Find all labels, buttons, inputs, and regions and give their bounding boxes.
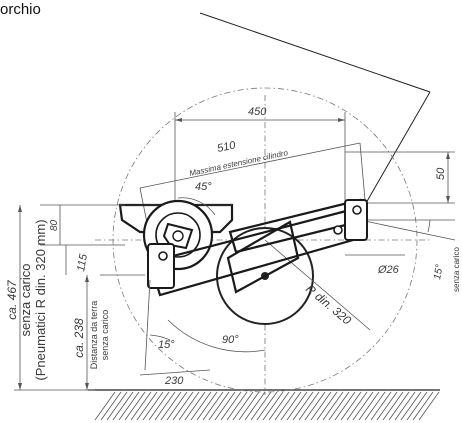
ground-hatch — [88, 389, 440, 421]
end-eye-right — [333, 199, 368, 241]
angle-15-left-arc — [149, 334, 171, 341]
label-pneumatici: (Pneumatici R din. 320 mm) — [33, 219, 48, 380]
angle-45-arc — [177, 197, 216, 216]
label-50: 50 — [435, 167, 447, 180]
label-80: 80 — [49, 219, 60, 231]
label-15-left: 15° — [158, 339, 175, 351]
end-eye-left — [147, 243, 175, 289]
label-510: 510 — [216, 139, 237, 155]
label-450: 450 — [248, 106, 267, 118]
label-230: 230 — [164, 375, 184, 387]
label-45: 45° — [195, 181, 212, 193]
angle-90-arc — [167, 319, 266, 353]
pivot-hub — [142, 199, 214, 271]
label-distanza: Distanza da terra — [89, 301, 99, 370]
left-dimensions — [14, 204, 145, 391]
label-90: 90° — [222, 334, 239, 346]
line-15-left — [144, 279, 151, 371]
label-d26: Ø26 — [377, 264, 400, 276]
radius-line — [264, 239, 371, 331]
label-115: 115 — [75, 252, 90, 272]
leader-line — [199, 12, 431, 93]
label-ca238: ca. 238 — [72, 318, 86, 358]
label-massima: Massima estensione cilindro — [189, 148, 290, 178]
leader-line-down — [361, 91, 431, 211]
angle-15-right — [359, 219, 456, 241]
label-senza-carico-right: senza carico — [452, 247, 461, 292]
label-senza-carico-left: senza carico — [18, 264, 33, 337]
label-senza-carico-small: senza carico — [100, 310, 110, 361]
label-15-right: 15° — [432, 264, 445, 281]
dimension-230 — [139, 369, 211, 376]
label-ca467: ca. 467 — [5, 279, 19, 320]
caption-text: orchio — [0, 1, 41, 18]
label-rdin: R din. 320 — [303, 282, 354, 328]
